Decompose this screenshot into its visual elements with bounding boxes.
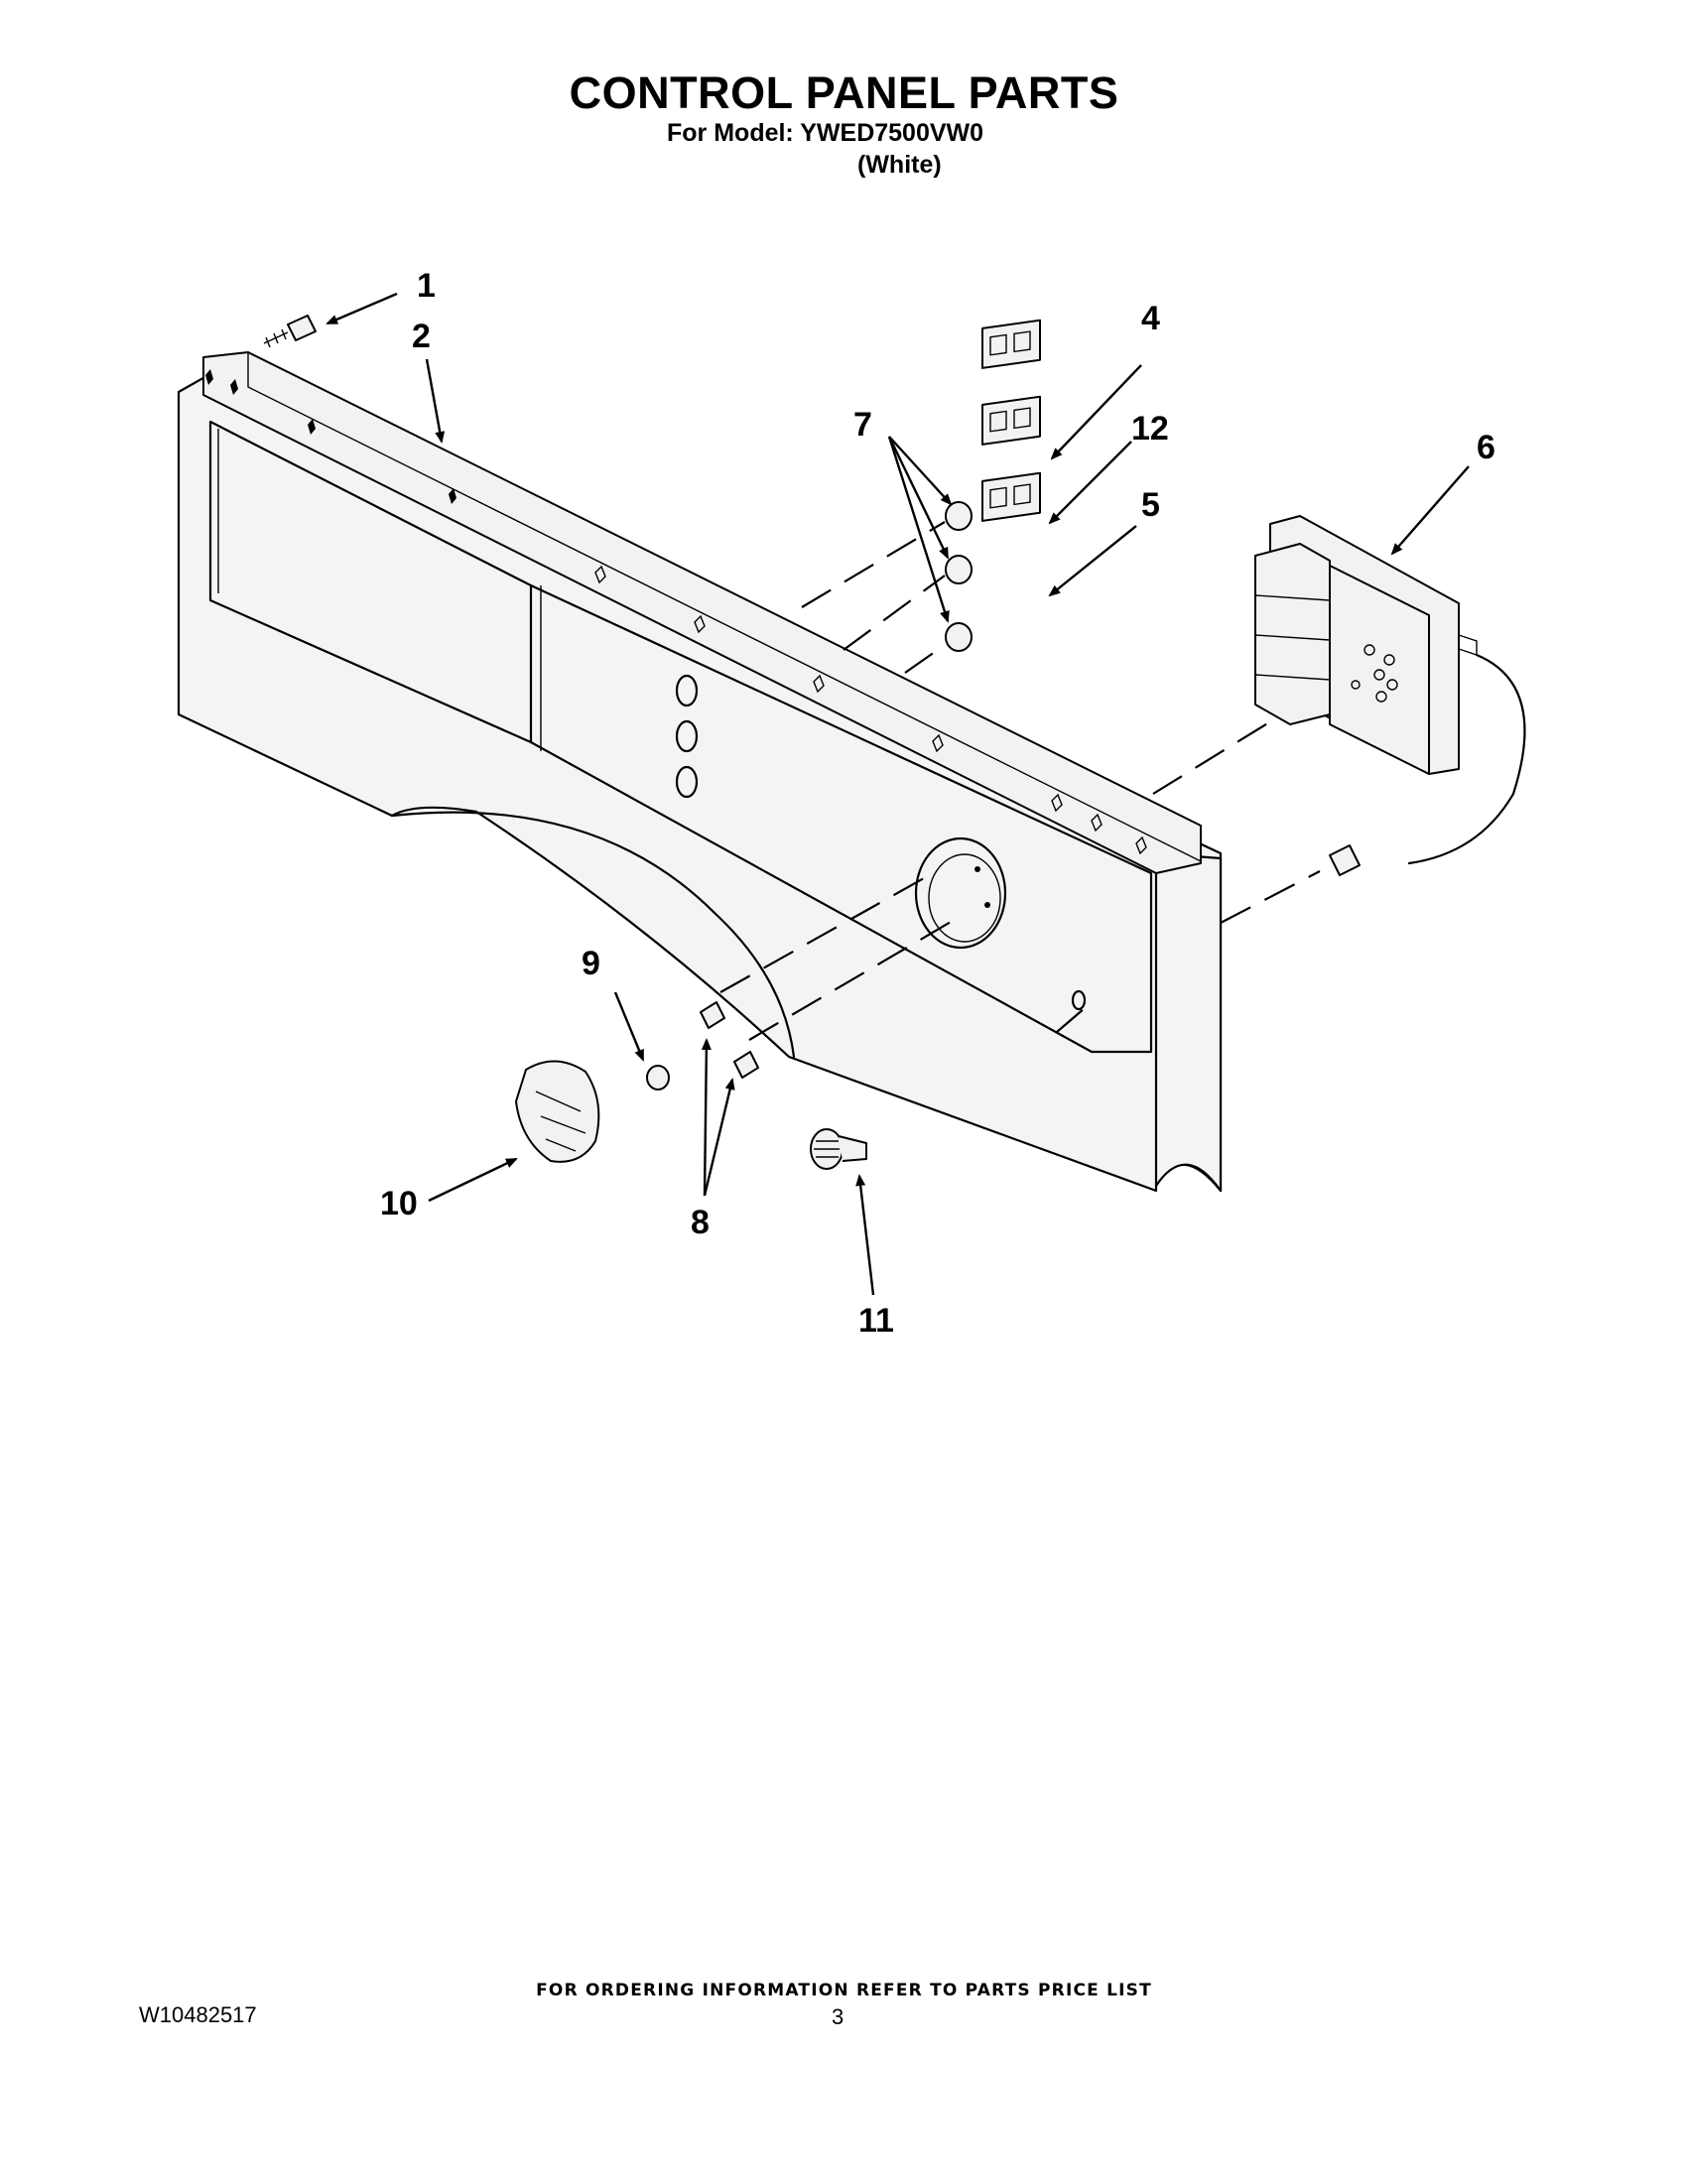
panel-screws: [700, 1001, 759, 1079]
control-knob: [515, 1060, 600, 1163]
page-title: CONTROL PANEL PARTS: [569, 67, 1119, 118]
callout-10: 10: [380, 1185, 418, 1222]
callout-11: 11: [858, 1302, 894, 1340]
button-holes: [675, 674, 699, 799]
push-switch-bottom: [981, 471, 1041, 522]
model-line: For Model: YWED7500VW0: [667, 119, 984, 147]
knob-spring-clip: [646, 1065, 670, 1091]
callout-2: 2: [412, 318, 431, 355]
callout-6: 6: [1477, 429, 1495, 466]
knob-opening: [914, 836, 1007, 950]
page-number: 3: [832, 2004, 844, 2029]
color-line: (White): [857, 151, 942, 179]
callout-7: 7: [853, 406, 872, 444]
ordering-note: FOR ORDERING INFORMATION REFER TO PARTS …: [536, 1981, 1152, 2000]
callout-12: 12: [1131, 410, 1169, 448]
indicator-lens: [810, 1128, 867, 1170]
push-buttons: [945, 501, 973, 652]
indicator-hole: [1071, 989, 1087, 1011]
push-switch-top: [981, 319, 1041, 369]
document-number: W10482517: [139, 2002, 257, 2027]
top-trim-strip: [202, 351, 1202, 874]
alignment-lines: [719, 521, 1321, 1041]
callout-4: 4: [1141, 300, 1160, 337]
callout-9: 9: [582, 945, 600, 982]
callout-8: 8: [691, 1204, 710, 1241]
leader-arrows: [325, 292, 1470, 1296]
trim-screw: [263, 315, 317, 348]
callout-5: 5: [1141, 486, 1160, 524]
electronic-control-board: [1254, 515, 1526, 876]
push-switch-middle: [981, 395, 1041, 446]
callout-1: 1: [417, 267, 436, 305]
